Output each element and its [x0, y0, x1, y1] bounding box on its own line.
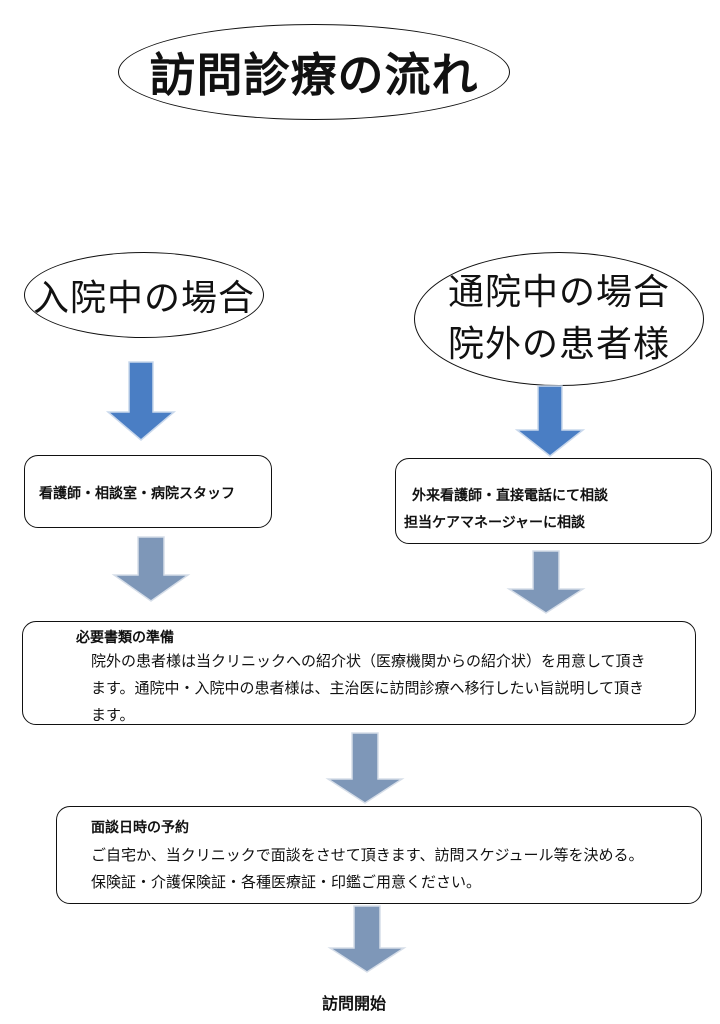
- documents-line1: 院外の患者様は当クリニックへの紹介状（医療機関からの紹介状）を用意して頂き: [91, 652, 646, 670]
- down-arrow-icon: [105, 361, 177, 441]
- appointment-line2: 保険証・介護保険証・各種医療証・印鑑ご用意ください。: [91, 873, 482, 891]
- down-arrow-icon: [514, 385, 586, 457]
- outpatient-contact-box: 外来看護師・直接電話にて相談 担当ケアマネージャーに相談: [395, 458, 712, 544]
- title-oval: 訪問診療の流れ: [118, 24, 510, 120]
- down-arrow-icon: [325, 732, 405, 804]
- outpatient-contact-line2: 担当ケアマネージャーに相談: [404, 515, 586, 531]
- visit-start-label: 訪問開始: [322, 994, 387, 1013]
- inpatient-contact-box: 看護師・相談室・病院スタッフ: [24, 455, 272, 528]
- outpatient-contact-line1: 外来看護師・直接電話にて相談: [412, 488, 608, 504]
- appointment-line1: ご自宅か、当クリニックで面談をさせて頂きます、訪問スケジュール等を決める。: [91, 846, 644, 864]
- inpatient-contact-text: 看護師・相談室・病院スタッフ: [39, 486, 235, 502]
- down-arrow-icon: [111, 536, 191, 602]
- inpatient-oval: 入院中の場合: [24, 252, 264, 338]
- documents-line3: ます。: [91, 706, 135, 724]
- outpatient-oval: 通院中の場合 院外の患者様: [414, 252, 704, 386]
- down-arrow-icon: [506, 550, 586, 614]
- documents-line2: ます。通院中・入院中の患者様は、主治医に訪問診療へ移行したい旨説明して頂き: [91, 679, 645, 697]
- documents-heading: 必要書類の準備: [76, 630, 174, 646]
- documents-box: 必要書類の準備 院外の患者様は当クリニックへの紹介状（医療機関からの紹介状）を用…: [22, 621, 696, 725]
- page-title: 訪問診療の流れ: [149, 48, 479, 102]
- appointment-heading: 面談日時の予約: [91, 820, 189, 836]
- down-arrow-icon: [327, 905, 407, 973]
- outpatient-label-line1: 通院中の場合: [447, 272, 670, 313]
- inpatient-label: 入院中の場合: [32, 278, 255, 319]
- outpatient-label-line2: 院外の患者様: [447, 324, 670, 365]
- appointment-box: 面談日時の予約 ご自宅か、当クリニックで面談をさせて頂きます、訪問スケジュール等…: [56, 806, 702, 904]
